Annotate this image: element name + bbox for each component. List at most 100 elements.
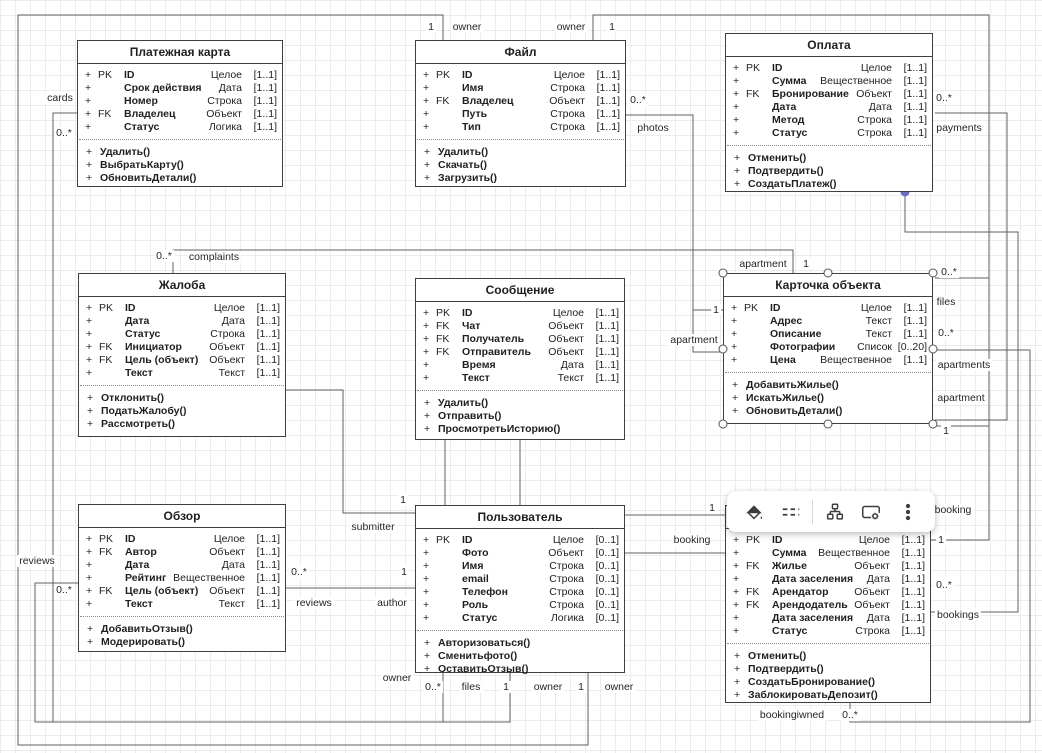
edge-label[interactable]: owner [602,681,636,693]
edge-label[interactable]: apartment [935,392,987,404]
connector[interactable] [904,192,1019,613]
edge-label[interactable]: booking [671,534,713,546]
key-flag: FK [436,346,450,358]
edge-label[interactable]: 1 [501,681,511,693]
attribute-name: Роль [462,599,489,611]
edge-label[interactable]: owner [554,21,588,33]
visibility-flag: + [85,121,92,133]
selection-handle[interactable] [928,268,938,278]
selection-handle[interactable] [718,268,728,278]
edge-label[interactable]: 1 [711,304,721,316]
edge-label[interactable]: 1 [398,494,408,506]
edge-label[interactable]: apartment [737,258,789,270]
method-name: СоздатьБронирование() [748,676,875,688]
selection-handle[interactable] [928,344,938,353]
key-flag: FK [99,354,113,366]
edge-label[interactable]: bookingiwned [757,709,827,721]
attribute-type: Строка [857,114,892,126]
edge-label[interactable]: owner [450,21,484,33]
edge-label[interactable]: 0..* [936,327,956,339]
connector[interactable] [592,14,990,541]
connector[interactable] [52,112,511,723]
method-row: +Модерировать() [79,636,285,649]
tree-layout-button[interactable] [820,497,850,527]
connector[interactable] [626,114,723,311]
connector[interactable] [935,112,1008,421]
edge-label[interactable]: payments [934,122,984,134]
method-row: +ПросмотретьИсторию() [416,423,624,436]
edge-label[interactable]: 1 [801,258,811,270]
edit-style-button[interactable] [856,497,886,527]
method-list: +Авторизоваться()+Сменитьфото()+Оставить… [416,633,624,680]
edge-label[interactable]: photos [635,122,671,134]
edge-label[interactable]: cards [45,92,75,104]
edge-label[interactable]: 0..* [54,127,74,139]
connector[interactable] [172,249,794,273]
edge-label[interactable]: reviews [17,555,57,567]
attribute-type: Объект [548,346,584,358]
attribute-type-mult: Строка[1..1] [857,127,927,140]
line-style-button[interactable] [776,497,806,527]
selection-handle[interactable] [823,268,833,278]
edge-label[interactable]: bookings [934,609,982,621]
edge-label[interactable]: author [375,597,409,609]
edge-label[interactable]: apartments [935,359,993,371]
method-row: +ОбновитьДетали() [78,172,282,185]
edge-label[interactable]: complaints [186,251,242,263]
edge-label[interactable]: 0..* [934,579,954,591]
connector[interactable] [34,582,444,723]
edge-label[interactable]: 0..* [423,681,443,693]
connector[interactable] [17,14,589,746]
selection-handle[interactable] [928,419,938,429]
edge-label[interactable]: reviews [294,597,334,609]
visibility-flag: + [85,95,92,107]
edge-label[interactable]: 0..* [840,709,860,721]
edge-label[interactable]: 1 [399,566,409,578]
edge-label[interactable]: apartment [668,334,720,346]
edge-label[interactable]: 0..* [934,92,954,104]
attribute-name: ID [125,533,136,545]
edge-label[interactable]: owner [531,681,565,693]
connector[interactable] [286,389,415,514]
visibility-flag: + [424,146,431,158]
method-row: +ВыбратьКарту() [78,159,282,172]
more-options-button[interactable] [893,497,923,527]
edge-label[interactable]: 1 [607,21,617,33]
edge-label[interactable]: submitter [349,521,397,533]
edge-label[interactable]: 1 [707,502,717,514]
edge-label[interactable]: 1 [576,681,586,693]
edge-label[interactable]: 1 [936,534,946,546]
key-flag: FK [99,341,113,353]
edge-label[interactable]: files [459,681,483,693]
selection-handle[interactable] [718,419,728,429]
method-row: +Отправить() [416,410,624,423]
fill-color-button[interactable] [739,497,769,527]
edge-label[interactable]: 0..* [628,94,648,106]
edge-label[interactable]: 1 [941,425,951,437]
edge-label[interactable]: 0..* [289,566,309,578]
selection-handle[interactable] [823,419,833,429]
selection-handle[interactable] [718,344,728,353]
attribute-type: Дата [218,82,242,94]
edge-label[interactable]: 0..* [154,250,174,262]
connector[interactable] [692,310,723,353]
edge-label[interactable]: files [934,296,958,308]
edge-label[interactable]: 0..* [939,266,959,278]
edge-label[interactable]: booking [932,504,974,516]
edge-label[interactable]: owner [380,672,414,684]
edge-label[interactable]: 1 [426,21,436,33]
edge-label[interactable]: 0..* [54,584,74,596]
